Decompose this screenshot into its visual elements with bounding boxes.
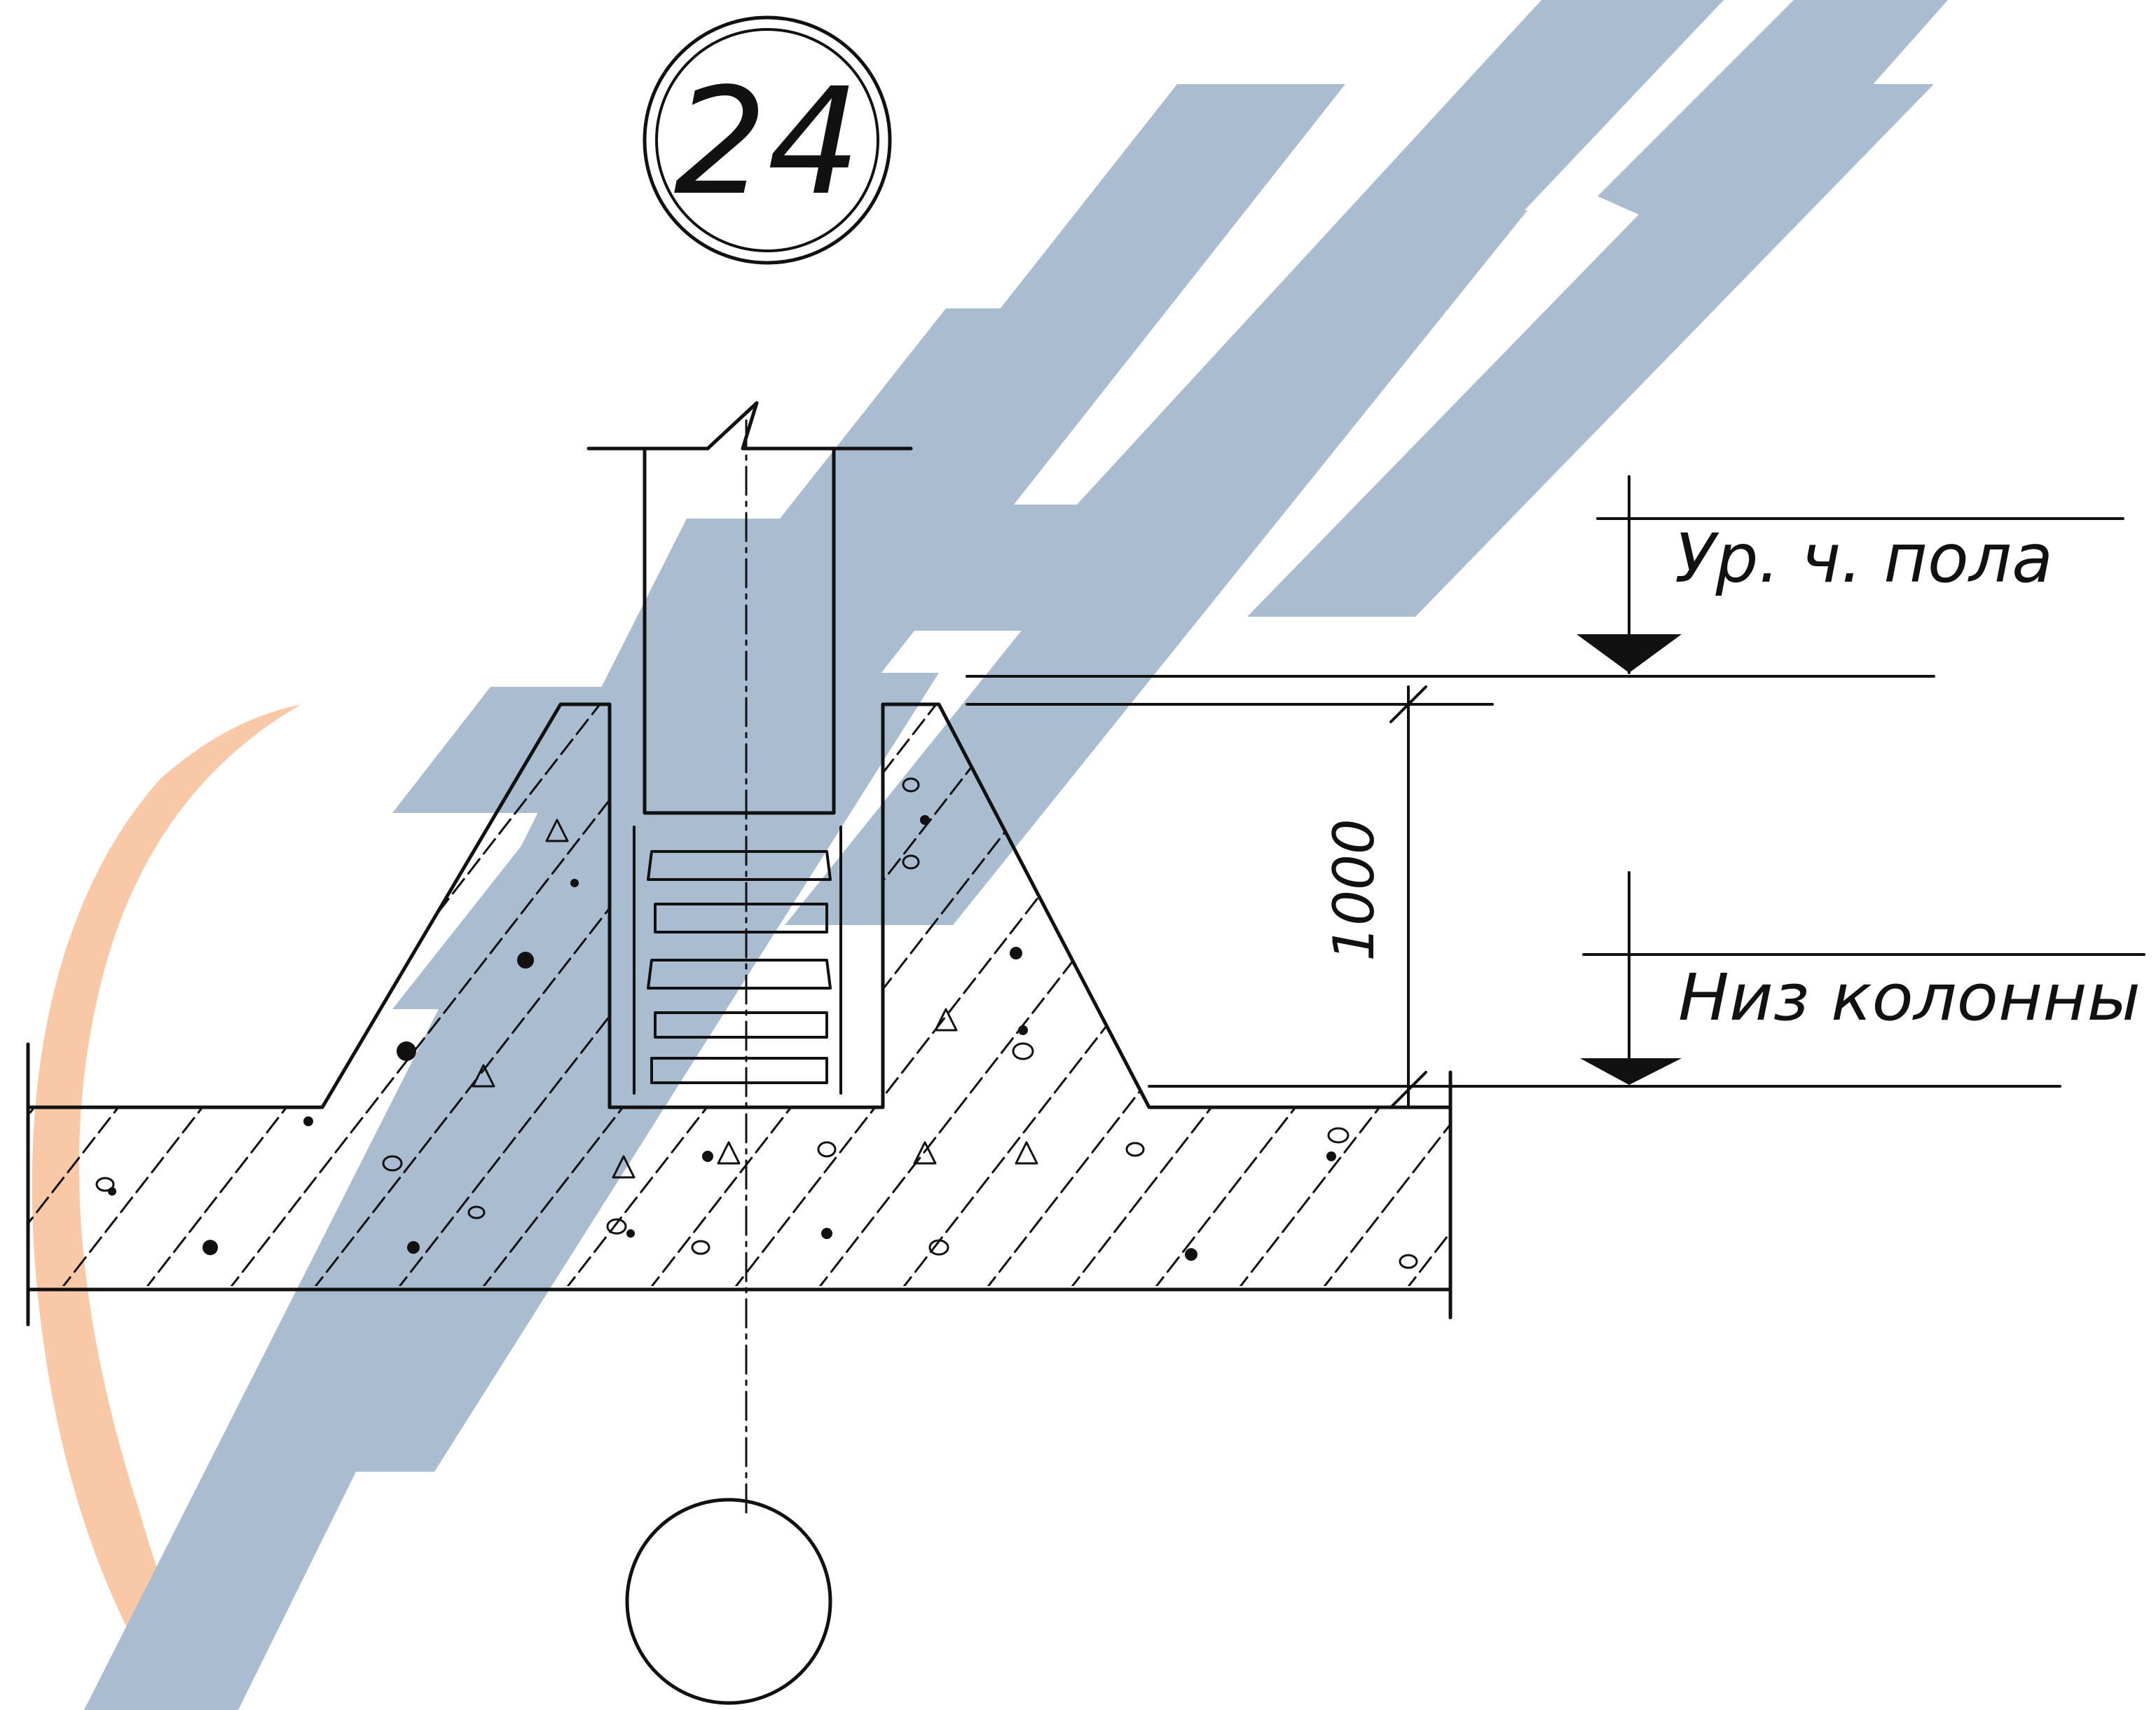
watermark-stroke-2 — [266, 673, 939, 1472]
detail-number-badge: 24 — [643, 15, 892, 265]
watermark-orange-arc — [32, 704, 301, 1710]
column-break-line — [586, 401, 913, 451]
column-bottom-level-triangle — [1580, 1058, 1682, 1085]
floor-level-triangle — [1577, 634, 1682, 673]
watermark-stroke-7 — [1247, 84, 1934, 617]
watermark-blue-letters — [84, 0, 1948, 1710]
level-lines — [966, 475, 2145, 1088]
floor-level-label: Ур. ч. пола — [1675, 519, 2053, 598]
dimension-1000 — [1389, 685, 1427, 1109]
aggregate-circles — [95, 777, 1418, 1269]
watermark-stroke-6 — [1051, 0, 1724, 533]
watermark-stroke-4 — [603, 84, 1345, 813]
aggregate-triangles — [472, 819, 1038, 1179]
dimension-label: 1000 — [1321, 819, 1387, 962]
watermark — [32, 0, 1948, 1710]
column-bottom-label: Низ колонны — [1678, 960, 2141, 1035]
detail-number: 24 — [673, 56, 860, 228]
watermark-stroke-9 — [392, 687, 687, 813]
slab-top-right — [881, 702, 1453, 1109]
watermark-stroke-10 — [799, 505, 1135, 631]
column-outline — [643, 446, 836, 815]
axis-marker-circle — [625, 1498, 832, 1705]
column-base-pads — [633, 826, 842, 1095]
slab-top-left — [26, 702, 612, 1109]
level-markers — [1577, 634, 1682, 1085]
watermark-stroke-8 — [1598, 0, 1948, 252]
